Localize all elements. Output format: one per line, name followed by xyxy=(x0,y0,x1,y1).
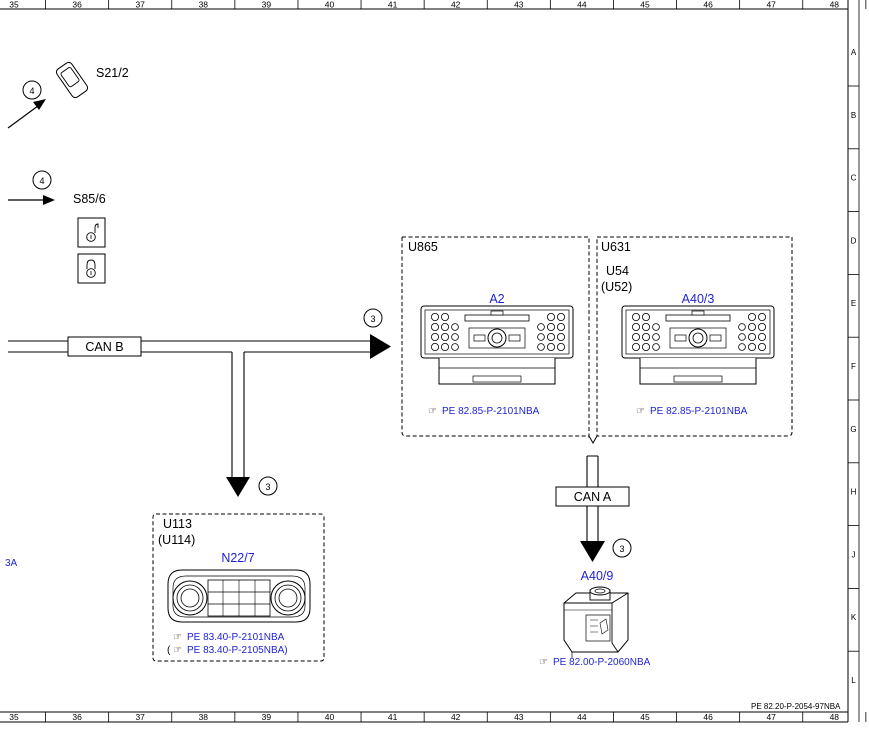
grid-col-label: 39 xyxy=(262,712,272,722)
grid-col-label: 44 xyxy=(577,712,587,722)
grid-col-label: 45 xyxy=(640,0,650,10)
grid-col-label: 40 xyxy=(325,712,335,722)
radio-a40-3-icon xyxy=(621,305,775,385)
connector-4-s85: 4 xyxy=(39,176,44,186)
grid-row-label: A xyxy=(851,48,857,57)
can-a-arrow-down xyxy=(580,541,605,562)
can-a-label: CAN A xyxy=(574,490,612,504)
arrow-s85 xyxy=(43,195,55,205)
grid-col-label: 45 xyxy=(640,712,650,722)
grid-row-label: L xyxy=(851,676,856,685)
s21-switch-icon xyxy=(55,61,89,99)
a2-ref: ☞ PE 82.85-P-2101NBA xyxy=(428,406,540,417)
grid-col-label: 37 xyxy=(135,712,145,722)
climate-panel-icon xyxy=(167,569,311,623)
connector-4-s21: 4 xyxy=(29,86,34,96)
pointer-hand-icon: ☞ xyxy=(636,406,645,417)
svg-text:PE 82.85-P-2101NBA: PE 82.85-P-2101NBA xyxy=(442,406,540,417)
arrow-s21 xyxy=(33,99,46,110)
s85-label: S85/6 xyxy=(73,192,106,206)
head-unit-group: U865 U631 U54 (U52) A2 A40/3 ☞ PE 82.85-… xyxy=(401,236,793,445)
radio-a2-icon xyxy=(420,305,574,385)
variant-u52: (U52) xyxy=(601,280,632,294)
grid-col-label: 38 xyxy=(199,712,209,722)
grid-col-label: 43 xyxy=(514,712,524,722)
grid-col-label: 48 xyxy=(830,0,840,10)
pointer-hand-icon: ☞ xyxy=(539,657,548,668)
grid-row-label: F xyxy=(851,362,856,371)
n22-7-ref2: PE 83.40-P-2105NBA) xyxy=(187,645,288,656)
grid-col-label: 41 xyxy=(388,712,398,722)
grid-col-label: 38 xyxy=(199,0,209,10)
a40-3-ref: ☞ PE 82.85-P-2101NBA xyxy=(636,406,748,417)
variant-u54: U54 xyxy=(606,264,629,278)
grid-col-label: 42 xyxy=(451,712,461,722)
a40-9-label: A40/9 xyxy=(581,569,614,583)
grid-row-label: C xyxy=(851,174,857,183)
grid-col-label: 48 xyxy=(830,712,840,722)
grid-row-label: J xyxy=(852,550,856,559)
grid-col-label: 46 xyxy=(703,712,713,722)
grid-col-label: 46 xyxy=(703,0,713,10)
grid-col-label: 36 xyxy=(72,712,82,722)
controller-knob-icon xyxy=(563,586,629,658)
grid-col-label: 40 xyxy=(325,0,335,10)
variant-u865: U865 xyxy=(408,240,438,254)
switch-s85-6: 4 S85/6 xyxy=(8,170,106,284)
connector-3-branch: 3 xyxy=(265,482,270,492)
n22-7-ref1: PE 83.40-P-2101NBA xyxy=(187,632,285,643)
unit-a40-9: A40/9 ☞ PE 82.00-P-2060NBA xyxy=(539,569,651,668)
grid-col-label: 43 xyxy=(514,0,524,10)
unlock-button-icon xyxy=(77,217,106,248)
grid-row-label: G xyxy=(850,425,856,434)
can-b-label: CAN B xyxy=(85,340,123,354)
grid-row-label: H xyxy=(851,488,857,497)
grid-col-label: 39 xyxy=(262,0,272,10)
paren-open: ( xyxy=(167,645,171,656)
grid-col-label: 44 xyxy=(577,0,587,10)
lock-button-icon xyxy=(77,253,106,284)
footer-ref: PE 82.20-P-2054-97NBA xyxy=(751,702,841,711)
s21-label: S21/2 xyxy=(96,66,129,80)
variant-u114: (U114) xyxy=(158,533,195,547)
cut-off-ref: 3A xyxy=(5,558,18,569)
variant-u631: U631 xyxy=(601,240,631,254)
pointer-hand-icon: ☞ xyxy=(173,632,182,643)
svg-text:PE 82.85-P-2101NBA: PE 82.85-P-2101NBA xyxy=(650,406,748,417)
unit-n22-7: U113 (U114) N22/7 ☞ PE 83.40-P-2101NBA (… xyxy=(152,513,325,662)
grid-col-label: 47 xyxy=(766,0,776,10)
variant-u113: U113 xyxy=(163,517,192,531)
can-b-bus: CAN B 3 3 xyxy=(8,308,391,497)
can-b-arrow-right xyxy=(370,334,391,359)
grid-col-label: 41 xyxy=(388,0,398,10)
can-b-arrow-down xyxy=(226,477,250,497)
connector-3-main: 3 xyxy=(370,314,375,324)
n22-7-label: N22/7 xyxy=(221,551,254,565)
can-a-bus: CAN A 3 xyxy=(555,455,632,562)
grid-col-label: 37 xyxy=(135,0,145,10)
a40-9-ref: PE 82.00-P-2060NBA xyxy=(553,657,651,668)
a2-label: A2 xyxy=(489,292,504,306)
grid-row-label: K xyxy=(851,613,857,622)
grid-col-label: 42 xyxy=(451,0,461,10)
a40-3-label: A40/3 xyxy=(682,292,715,306)
pointer-hand-icon: ☞ xyxy=(173,645,182,656)
grid-row-label: D xyxy=(851,236,857,245)
grid-row-label: B xyxy=(851,111,856,120)
grid-col-label: 35 xyxy=(9,0,19,10)
switch-s21-2: 4 S21/2 xyxy=(7,61,129,129)
grid-col-label: 47 xyxy=(766,712,776,722)
connector-3-can-a: 3 xyxy=(619,544,624,554)
grid-col-label: 36 xyxy=(72,0,82,10)
grid-row-label: E xyxy=(851,299,856,308)
pointer-hand-icon: ☞ xyxy=(428,406,437,417)
grid-col-label: 35 xyxy=(9,712,19,722)
